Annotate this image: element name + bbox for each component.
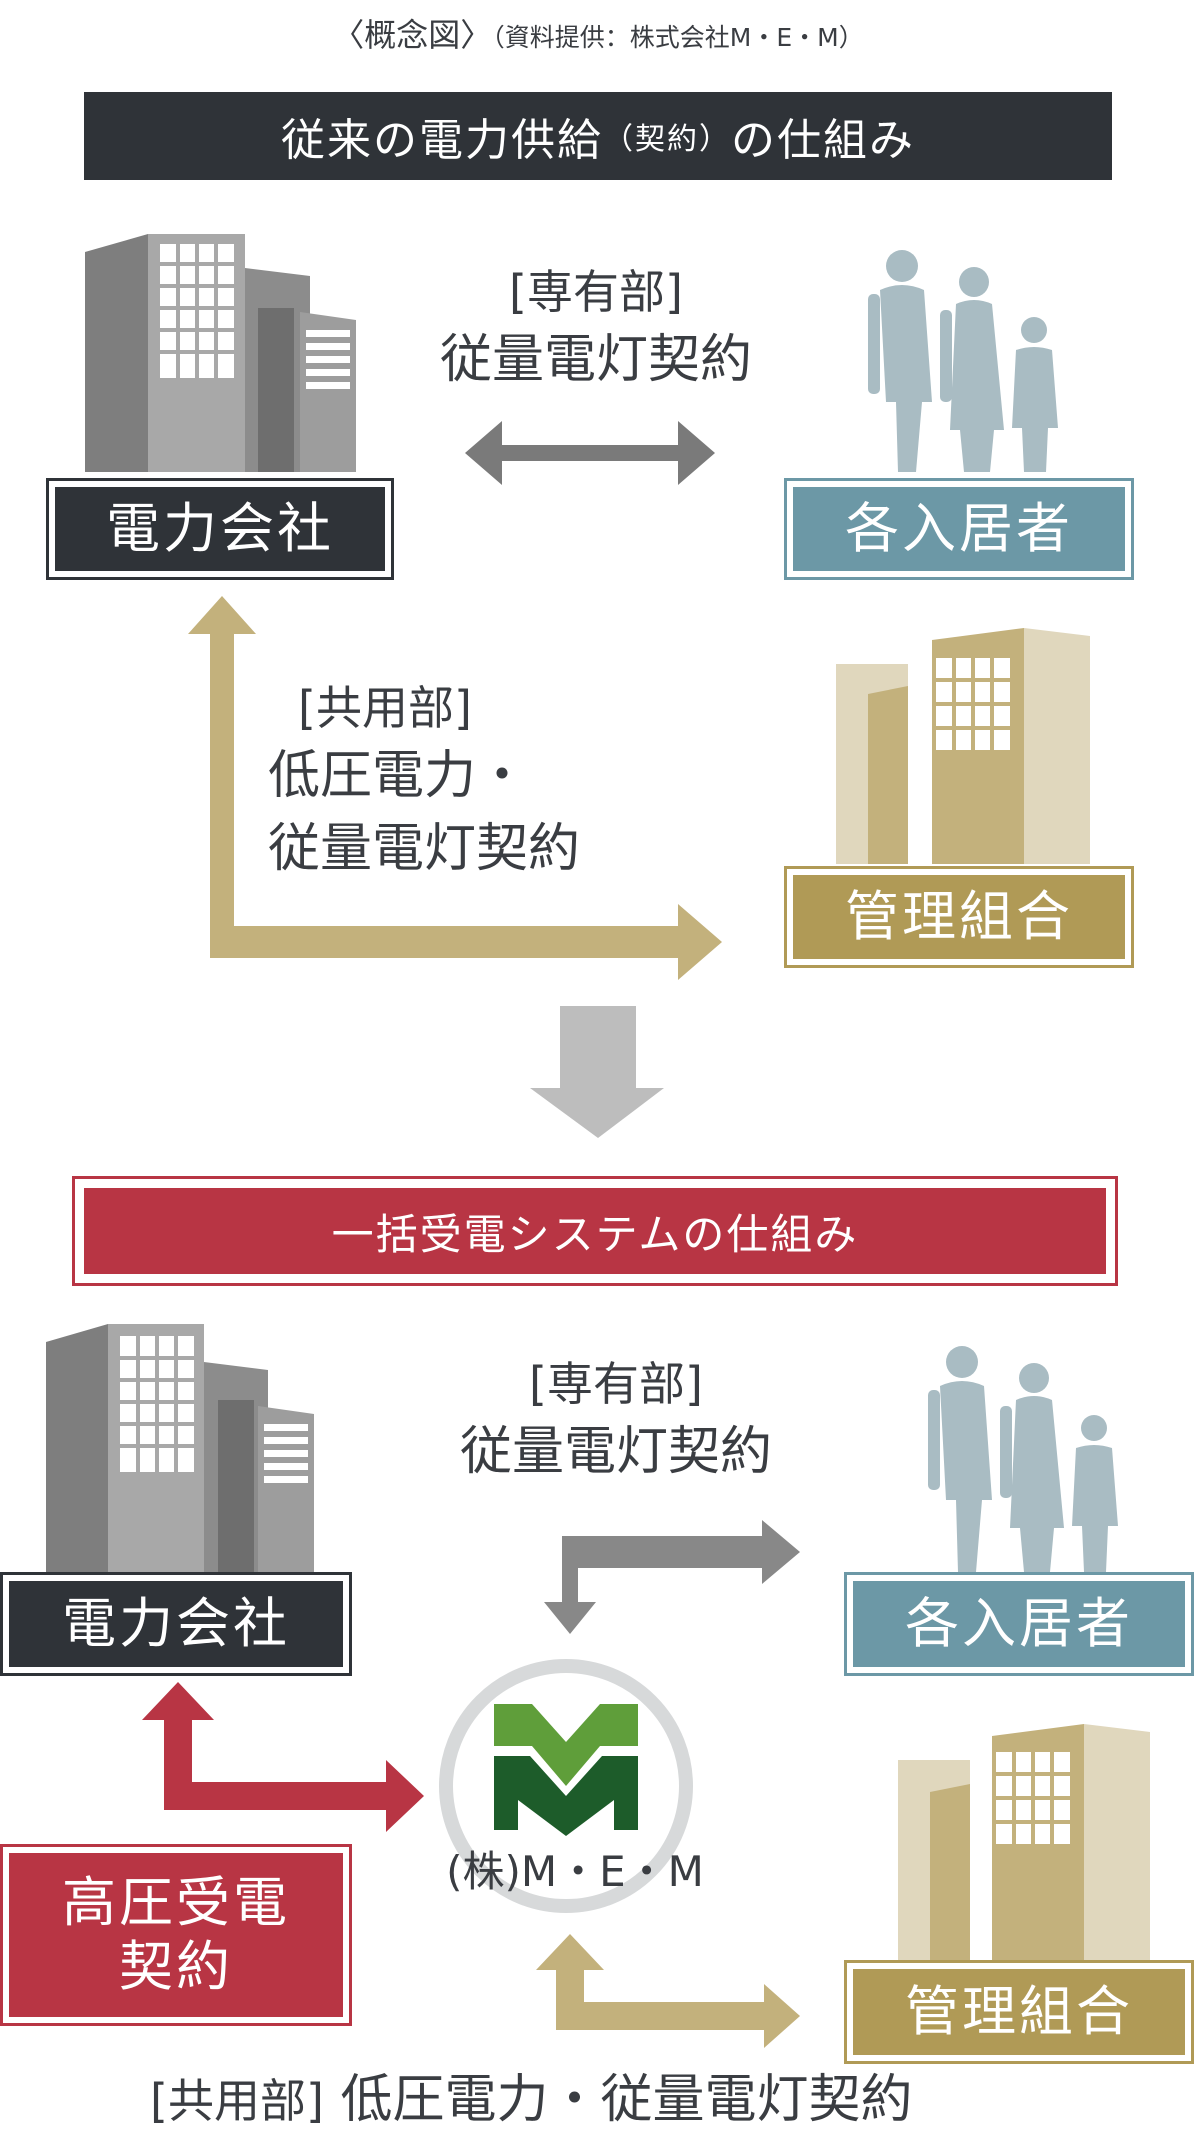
caption-main: 〈概念図〉 — [332, 16, 493, 54]
residents-box-2: 各入居者 — [844, 1572, 1194, 1676]
power-company-label: 電力会社 — [55, 487, 385, 571]
common-area-label: [共用部] 低圧電力・ 従量電灯契約 — [268, 676, 580, 886]
section1-title-c: の仕組み — [731, 115, 915, 166]
common-area-tag-2: [共用部] — [150, 2074, 324, 2128]
common-area-contract-2: 低圧電力・従量電灯契約 — [340, 2070, 913, 2130]
common-area-line1: 低圧電力・ — [268, 746, 529, 807]
high-voltage-line1: 高圧受電 — [62, 1871, 290, 1935]
management-label: 管理組合 — [793, 875, 1125, 959]
transition-down-arrow-icon — [530, 1006, 664, 1138]
residents-label: 各入居者 — [793, 487, 1125, 571]
figure-caption: 〈概念図〉（資料提供：株式会社M・E・M） — [0, 10, 1196, 56]
management-building-icon-2 — [898, 1724, 1150, 1960]
power-plant-building-icon-2 — [46, 1324, 314, 1572]
private-area-arrow-icon — [544, 1520, 800, 1634]
power-company-label-2: 電力会社 — [9, 1581, 343, 1667]
section1-title-b: （契約） — [603, 122, 731, 157]
mem-logo — [439, 1659, 693, 1913]
private-area-contract: 従量電灯契約 — [439, 330, 752, 391]
mem-logo-lower-chevron — [494, 1756, 638, 1836]
common-area-arrow-icon-2 — [536, 1934, 800, 2048]
management-box-2: 管理組合 — [844, 1960, 1194, 2064]
common-area-tag: [共用部] — [298, 681, 472, 735]
mem-company-name: (株)M・E・M — [446, 1847, 704, 1896]
common-area-arrow-icon — [188, 596, 722, 980]
management-box: 管理組合 — [784, 866, 1134, 968]
residents-label-2: 各入居者 — [853, 1581, 1185, 1667]
private-area-tag-2: [専有部] — [529, 1357, 703, 1411]
bidirectional-arrow-icon — [465, 421, 715, 485]
section1-title-banner: 従来の電力供給（契約）の仕組み — [84, 92, 1112, 180]
private-area-contract-2: 従量電灯契約 — [459, 1422, 772, 1483]
power-plant-building-icon — [85, 234, 356, 472]
section1-title-a: 従来の電力供給 — [281, 115, 603, 166]
common-area-label-2: [共用部] 低圧電力・従量電灯契約 — [150, 2064, 912, 2137]
management-label-2: 管理組合 — [853, 1969, 1185, 2055]
mem-logo-upper-chevron — [494, 1704, 638, 1786]
caption-source: （資料提供：株式会社M・E・M） — [492, 23, 864, 52]
high-voltage-contract-label: 高圧受電 契約 — [9, 1853, 343, 2017]
residents-box: 各入居者 — [784, 478, 1134, 580]
section2-title-banner: 一括受電システムの仕組み — [72, 1176, 1118, 1286]
private-area-label: [専有部] 従量電灯契約 — [396, 260, 796, 397]
high-voltage-arrow-icon — [142, 1682, 424, 1832]
power-company-box-2: 電力会社 — [0, 1572, 352, 1676]
high-voltage-contract-box: 高圧受電 契約 — [0, 1844, 352, 2026]
family-silhouette-icon-2 — [928, 1346, 1118, 1572]
high-voltage-line2: 契約 — [119, 1935, 233, 1998]
private-area-tag: [専有部] — [509, 265, 683, 319]
private-area-label-2: [専有部] 従量電灯契約 — [416, 1352, 816, 1489]
section2-title: 一括受電システムの仕組み — [84, 1188, 1106, 1274]
common-area-line2: 従量電灯契約 — [268, 819, 581, 880]
management-building-icon — [836, 628, 1090, 864]
power-company-box: 電力会社 — [46, 478, 394, 580]
family-silhouette-icon — [868, 250, 1058, 472]
